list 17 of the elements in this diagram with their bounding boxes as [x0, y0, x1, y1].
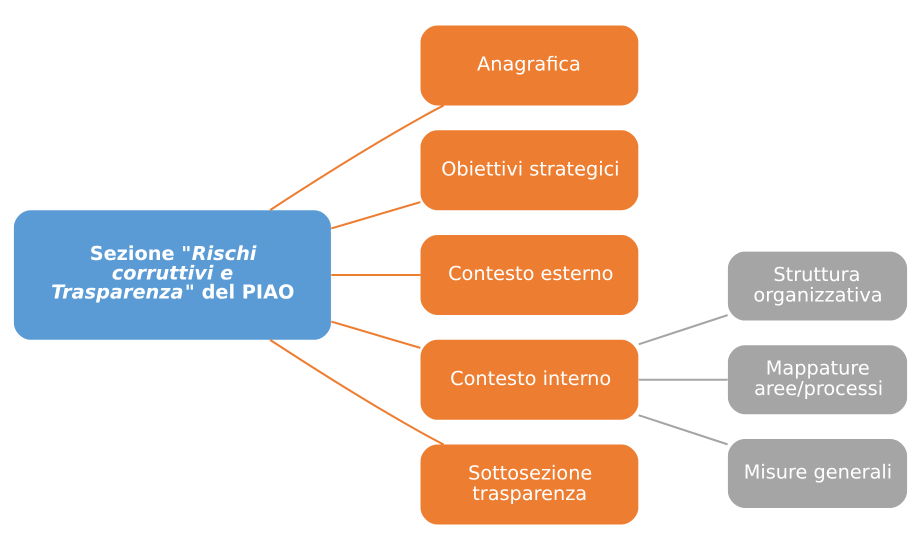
connector [638, 414, 728, 445]
node-box: Anagrafica [420, 25, 638, 105]
node-box: Contesto esterno [420, 234, 638, 314]
node-box: Mappature aree/processi [728, 344, 908, 414]
node-box: Contesto interno [420, 339, 638, 420]
connector [330, 200, 421, 229]
connector [330, 320, 421, 348]
node-box: Sezione "Rischi corruttivi e Trasparenza" del PIAO [14, 210, 331, 340]
connector [638, 314, 728, 345]
connector [270, 338, 444, 445]
node-box: Sottosezione trasparenza [420, 444, 638, 524]
node-box: Misure generali [728, 438, 908, 508]
connector [638, 378, 728, 380]
connector [270, 104, 444, 210]
node-box: Obiettivi strategici [420, 130, 638, 210]
connector [331, 273, 420, 276]
node-box: Struttura organizzativa [728, 251, 908, 320]
